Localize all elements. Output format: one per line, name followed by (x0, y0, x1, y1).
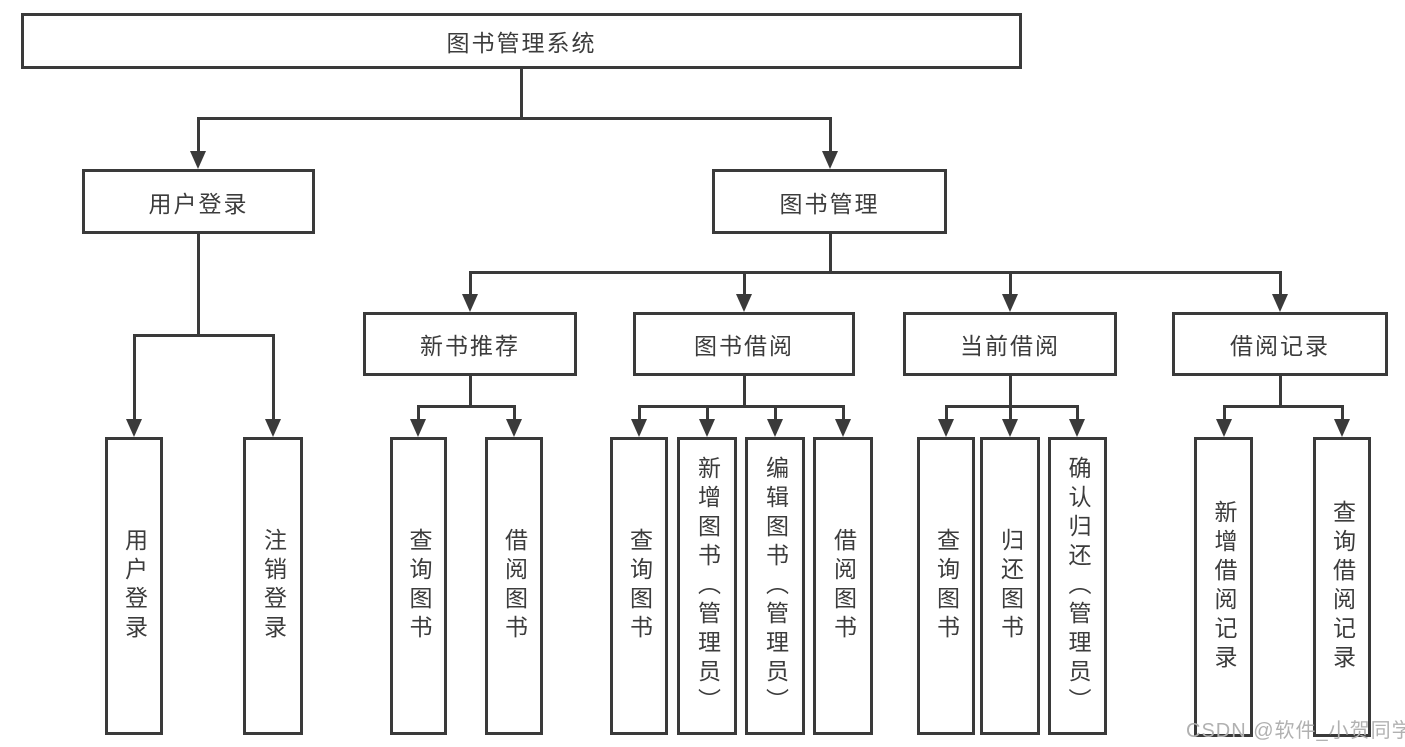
diagram-node-user-login: 用户登录 (82, 169, 315, 234)
diagram-node-leaf-confirm-return: 确认归还（管理员） (1048, 437, 1107, 735)
connector-hline (468, 270, 1282, 274)
node-label-leaf-add-borrow-record: 新增借阅记录 (1211, 500, 1237, 674)
node-label-leaf-add-book-admin: 新增图书（管理员） (694, 455, 721, 717)
arrow-head-icon (699, 419, 715, 437)
node-label-user-login: 用户登录 (148, 190, 249, 217)
connector-arrow-stem (773, 406, 777, 421)
arrow-head-icon (736, 294, 752, 312)
arrow-head-icon (265, 419, 281, 437)
arrow-head-icon (1334, 419, 1350, 437)
arrow-head-icon (1002, 419, 1018, 437)
node-label-leaf-borrow-books: 借阅图书 (830, 528, 857, 644)
connector-arrow-stem (742, 272, 746, 296)
diagram-node-leaf-edit-book-admin: 编辑图书（管理员） (745, 437, 805, 735)
diagram-node-leaf-return-books: 归还图书 (980, 437, 1040, 735)
node-label-leaf-logout: 注销登录 (260, 528, 287, 644)
connector-vline (1008, 376, 1012, 408)
connector-arrow-stem (1340, 406, 1344, 421)
node-label-leaf-query-borrow-record: 查询借阅记录 (1329, 500, 1356, 674)
connector-arrow-stem (468, 272, 472, 296)
arrow-head-icon (462, 294, 478, 312)
connector-arrow-stem (1075, 406, 1079, 421)
node-label-leaf-return-books: 归还图书 (997, 528, 1024, 644)
diagram-node-root: 图书管理系统 (21, 13, 1022, 69)
connector-arrow-stem (1278, 272, 1282, 296)
connector-vline (742, 376, 746, 408)
connector-arrow-stem (944, 406, 948, 421)
node-label-leaf-query-books-bor: 查询图书 (626, 528, 653, 644)
arrow-head-icon (1069, 419, 1085, 437)
connector-arrow-stem (271, 335, 275, 421)
connector-arrow-stem (637, 406, 641, 421)
diagram-node-leaf-borrow-books: 借阅图书 (813, 437, 873, 735)
diagram-node-book-borrowing: 图书借阅 (633, 312, 855, 376)
connector-arrow-stem (841, 406, 845, 421)
node-label-leaf-confirm-return: 确认归还（管理员） (1065, 455, 1091, 717)
diagram-node-leaf-add-borrow-record: 新增借阅记录 (1194, 437, 1253, 737)
node-label-leaf-query-books-cur: 查询图书 (933, 528, 960, 644)
node-label-root: 图书管理系统 (446, 30, 597, 56)
diagram-node-leaf-query-books-cur: 查询图书 (917, 437, 975, 735)
node-label-leaf-query-books-rec: 查询图书 (406, 528, 432, 644)
connector-arrow-stem (1008, 406, 1012, 421)
connector-vline (468, 376, 472, 408)
diagram-node-new-book-recommend: 新书推荐 (363, 312, 577, 376)
connector-hline (196, 116, 832, 120)
node-label-book-management: 图书管理 (779, 190, 880, 217)
node-label-leaf-borrow-books-rec: 借阅图书 (501, 528, 528, 644)
node-label-new-book-recommend: 新书推荐 (420, 333, 520, 359)
diagram-node-leaf-borrow-books-rec: 借阅图书 (485, 437, 543, 735)
node-label-book-borrowing: 图书借阅 (694, 333, 794, 359)
diagram-node-current-borrowing: 当前借阅 (903, 312, 1117, 376)
arrow-head-icon (767, 419, 783, 437)
arrow-head-icon (631, 419, 647, 437)
arrow-head-icon (822, 151, 838, 169)
diagram-node-borrowing-records: 借阅记录 (1172, 312, 1388, 376)
arrow-head-icon (1216, 419, 1232, 437)
node-label-leaf-edit-book-admin: 编辑图书（管理员） (762, 455, 789, 717)
connector-hline (416, 404, 516, 408)
connector-arrow-stem (828, 118, 832, 153)
connector-arrow-stem (196, 118, 200, 153)
connector-arrow-stem (512, 406, 516, 421)
diagram-node-book-management: 图书管理 (712, 169, 947, 234)
arrow-head-icon (410, 419, 426, 437)
diagram-node-leaf-logout: 注销登录 (243, 437, 303, 735)
node-label-borrowing-records: 借阅记录 (1230, 333, 1330, 359)
connector-arrow-stem (416, 406, 420, 421)
arrow-head-icon (190, 151, 206, 169)
connector-arrow-stem (132, 335, 136, 421)
arrow-head-icon (938, 419, 954, 437)
node-label-leaf-user-login: 用户登录 (121, 528, 148, 644)
connector-vline (519, 69, 523, 120)
arrow-head-icon (1002, 294, 1018, 312)
connector-hline (1222, 404, 1344, 408)
diagram-node-leaf-user-login: 用户登录 (105, 437, 163, 735)
diagram-node-leaf-add-book-admin: 新增图书（管理员） (677, 437, 737, 735)
arrow-head-icon (126, 419, 142, 437)
diagram-node-leaf-query-books-rec: 查询图书 (390, 437, 447, 735)
arrow-head-icon (506, 419, 522, 437)
csdn-watermark: CSDN @软件_小贺同学 (1186, 720, 1405, 742)
connector-vline (196, 234, 200, 337)
connector-hline (637, 404, 845, 408)
diagram-node-leaf-query-borrow-record: 查询借阅记录 (1313, 437, 1371, 737)
connector-vline (1278, 376, 1282, 408)
connector-arrow-stem (1222, 406, 1226, 421)
arrow-head-icon (835, 419, 851, 437)
connector-arrow-stem (705, 406, 709, 421)
connector-vline (828, 234, 832, 274)
node-label-current-borrowing: 当前借阅 (960, 333, 1060, 359)
connector-hline (944, 404, 1079, 408)
connector-hline (132, 333, 275, 337)
arrow-head-icon (1272, 294, 1288, 312)
connector-arrow-stem (1008, 272, 1012, 296)
diagram-node-leaf-query-books-bor: 查询图书 (610, 437, 668, 735)
